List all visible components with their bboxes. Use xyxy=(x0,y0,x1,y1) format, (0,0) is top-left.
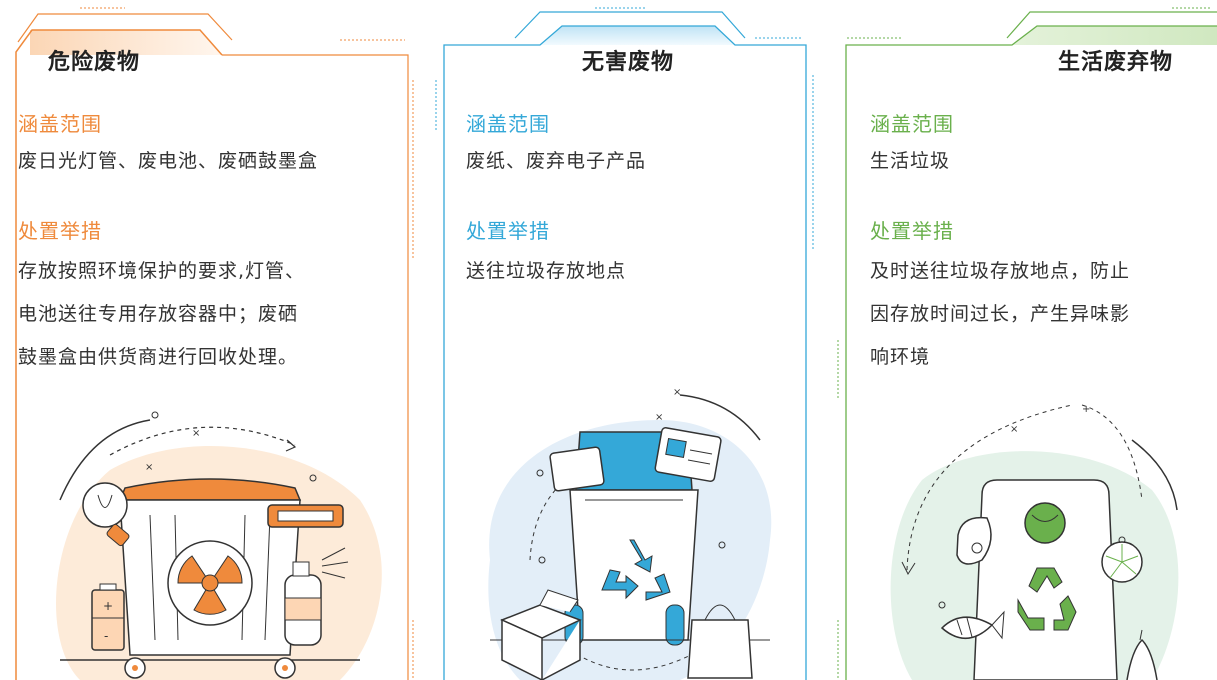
card-domestic-waste: 生活废弃物 涵盖范围 生活垃圾 处置举措 及时送往垃圾存放地点，防止 因存放时间… xyxy=(832,0,1217,680)
svg-text:×: × xyxy=(192,428,200,439)
svg-text:+: + xyxy=(1082,404,1090,415)
svg-text:×: × xyxy=(673,387,681,398)
scope-text: 废日光灯管、废电池、废硒鼓墨盒 xyxy=(18,150,319,172)
card-hazardous-waste: 危险废物 涵盖范围 废日光灯管、废电池、废硒鼓墨盒 处置举措 存放按照环境保护的… xyxy=(0,0,420,680)
measure-label: 处置举措 xyxy=(18,219,102,243)
card-frame-blue xyxy=(435,7,814,680)
svg-text:-: - xyxy=(104,629,108,643)
scope-label: 涵盖范围 xyxy=(466,112,550,136)
card-harmless-waste: 无害废物 涵盖范围 废纸、废弃电子产品 处置举措 送往垃圾存放地点 × × xyxy=(430,0,815,680)
svg-text:×: × xyxy=(655,412,663,423)
card-title: 危险废物 xyxy=(48,50,141,75)
scope-label: 涵盖范围 xyxy=(870,112,954,136)
card-frame-green xyxy=(837,7,1217,680)
svg-text:×: × xyxy=(1010,424,1018,435)
measure-text: 及时送往垃圾存放地点，防止 因存放时间过长，产生异味影 响环境 xyxy=(870,260,1131,368)
scope-label: 涵盖范围 xyxy=(18,112,102,136)
measure-text: 送往垃圾存放地点 xyxy=(466,260,627,282)
svg-text:+: + xyxy=(103,599,113,613)
scope-text: 废纸、废弃电子产品 xyxy=(466,150,647,172)
scope-text: 生活垃圾 xyxy=(870,150,951,172)
measure-label: 处置举措 xyxy=(466,219,550,243)
card-title: 无害废物 xyxy=(582,50,675,75)
measure-label: 处置举措 xyxy=(870,219,954,243)
hazardous-waste-bin-icon: × × + - xyxy=(56,411,382,680)
card-title: 生活废弃物 xyxy=(1058,50,1174,75)
svg-text:×: × xyxy=(145,462,153,473)
card-frame-orange xyxy=(15,7,414,680)
measure-text: 存放按照环境保护的要求,灯管、 电池送往专用存放容器中；废硒 鼓墨盒由供货商进行… xyxy=(18,260,306,368)
kitchen-waste-bin-icon: × + × xyxy=(890,404,1179,680)
recycle-bin-icon: × × xyxy=(488,387,772,680)
